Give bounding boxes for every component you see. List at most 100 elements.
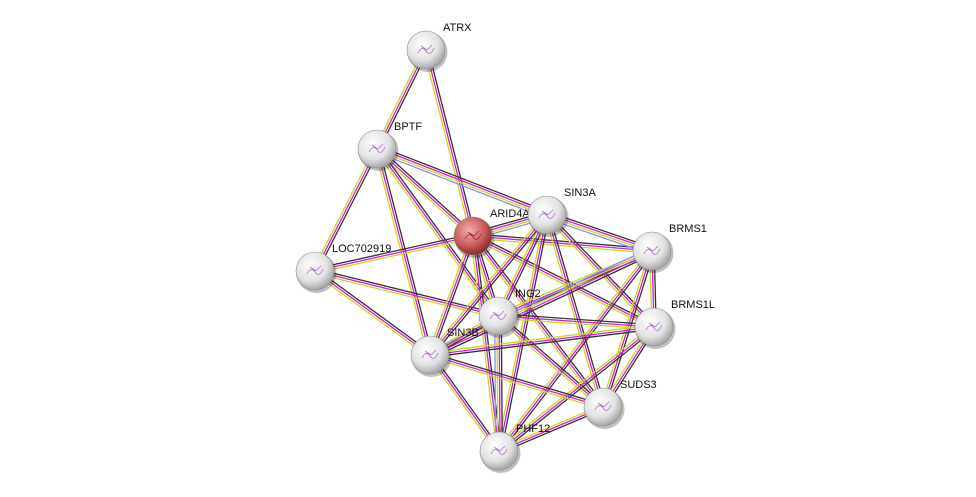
edge-line: [427, 49, 476, 236]
node-label: LOC702919: [332, 243, 391, 255]
node-sphere[interactable]: [357, 129, 397, 169]
node-phf12[interactable]: PHF12: [479, 423, 550, 473]
node-sphere[interactable]: [453, 216, 493, 256]
edge-line: [315, 237, 474, 274]
edge-line: [471, 237, 654, 330]
node-label: SUDS3: [620, 379, 657, 391]
edge-BRMS1L-PHF12[interactable]: [497, 324, 656, 454]
edge-line: [314, 235, 474, 272]
protein-structure-icon: [489, 310, 507, 320]
edge-line: [425, 49, 474, 237]
edge-line: [376, 149, 547, 217]
edge-LOC702919-ARID4A[interactable]: [314, 233, 474, 274]
edge-line: [472, 235, 500, 452]
node-ing2[interactable]: ING2: [478, 288, 541, 338]
node-sphere[interactable]: [479, 431, 519, 471]
node-sin3b[interactable]: SIN3B: [410, 327, 479, 377]
edge-line: [377, 145, 549, 213]
node-sphere[interactable]: [295, 251, 335, 291]
node-brms1l[interactable]: BRMS1L: [634, 299, 715, 349]
node-arid4a[interactable]: ARID4A: [453, 208, 530, 258]
edge-line: [473, 233, 656, 326]
node-sphere[interactable]: [410, 335, 450, 375]
node-bptf[interactable]: BPTF: [357, 121, 422, 171]
edge-line: [423, 50, 472, 237]
edge-line: [544, 215, 602, 408]
node-sphere[interactable]: [583, 387, 623, 427]
edge-line: [375, 151, 547, 219]
edge-ARID4A-PHF12[interactable]: [470, 235, 502, 452]
edge-BPTF-LOC702919[interactable]: [312, 147, 380, 273]
edge-BRMS1L-SIN3B[interactable]: [429, 324, 655, 358]
node-label: PHF12: [516, 423, 550, 435]
protein-structure-icon: [464, 230, 482, 240]
node-suds3[interactable]: SUDS3: [583, 379, 657, 429]
edge-ATRX-ARID4A[interactable]: [423, 49, 476, 237]
edge-line: [602, 250, 653, 408]
edge-SIN3A-SIN3B[interactable]: [427, 213, 550, 357]
edge-line: [472, 237, 652, 254]
edge-line: [429, 324, 654, 354]
node-atrx[interactable]: ATRX: [406, 22, 472, 72]
edge-SIN3B-SUDS3[interactable]: [429, 352, 604, 410]
edge-line: [374, 149, 497, 318]
edge-BPTF-SIN3A[interactable]: [375, 145, 549, 219]
edge-line: [314, 233, 473, 270]
edge-line: [378, 146, 475, 235]
edge-line: [314, 270, 499, 317]
edges-layer: [312, 48, 657, 454]
edge-line: [497, 324, 654, 450]
edge-line: [377, 147, 548, 215]
node-sin3a[interactable]: SIN3A: [527, 187, 596, 237]
edge-line: [498, 313, 655, 326]
edge-line: [431, 253, 654, 359]
node-sphere[interactable]: [634, 307, 674, 347]
edge-SIN3B-PHF12[interactable]: [427, 353, 502, 453]
edge-ING2-BRMS1L[interactable]: [497, 313, 655, 330]
node-sphere[interactable]: [406, 30, 446, 70]
edge-ING2-PHF12[interactable]: [494, 315, 503, 452]
edge-line: [430, 328, 655, 358]
protein-structure-icon: [417, 44, 435, 54]
edge-line: [496, 316, 499, 452]
edge-line: [500, 215, 550, 452]
edge-line: [431, 236, 476, 356]
node-sphere[interactable]: [632, 231, 672, 271]
edge-LOC702919-SIN3B[interactable]: [313, 268, 432, 358]
node-label: BRMS1L: [671, 299, 715, 311]
edge-line: [472, 235, 653, 252]
edge-ARID4A-BRMS1[interactable]: [472, 233, 653, 254]
edge-line: [376, 148, 499, 317]
protein-structure-icon: [594, 401, 612, 411]
edge-line: [474, 235, 502, 451]
edge-line: [497, 315, 604, 408]
protein-structure-icon: [538, 209, 556, 219]
edge-line: [429, 356, 603, 410]
protein-structure-icon: [490, 445, 508, 455]
edge-line: [498, 326, 655, 452]
edge-line: [470, 236, 602, 409]
edge-line: [473, 233, 653, 250]
node-sphere[interactable]: [527, 195, 567, 235]
edge-line: [427, 235, 472, 355]
node-label: ATRX: [443, 22, 472, 34]
edge-line: [429, 214, 548, 356]
edge-line: [499, 313, 605, 406]
protein-structure-icon: [643, 245, 661, 255]
edge-line: [314, 148, 378, 272]
edge-line: [496, 249, 651, 451]
node-loc702919[interactable]: LOC702919: [295, 243, 391, 293]
edge-ING2-SUDS3[interactable]: [496, 313, 605, 410]
node-brms1[interactable]: BRMS1: [632, 223, 707, 273]
edge-line: [429, 354, 604, 408]
edge-BRMS1-PHF12[interactable]: [496, 249, 655, 453]
edge-line: [427, 355, 498, 453]
protein-structure-icon: [306, 265, 324, 275]
node-label: BPTF: [394, 121, 422, 133]
edge-line: [494, 316, 497, 452]
edge-line: [316, 149, 380, 273]
node-label: ARID4A: [490, 208, 530, 220]
node-sphere[interactable]: [478, 296, 518, 336]
edge-ARID4A-SIN3B[interactable]: [427, 235, 476, 356]
